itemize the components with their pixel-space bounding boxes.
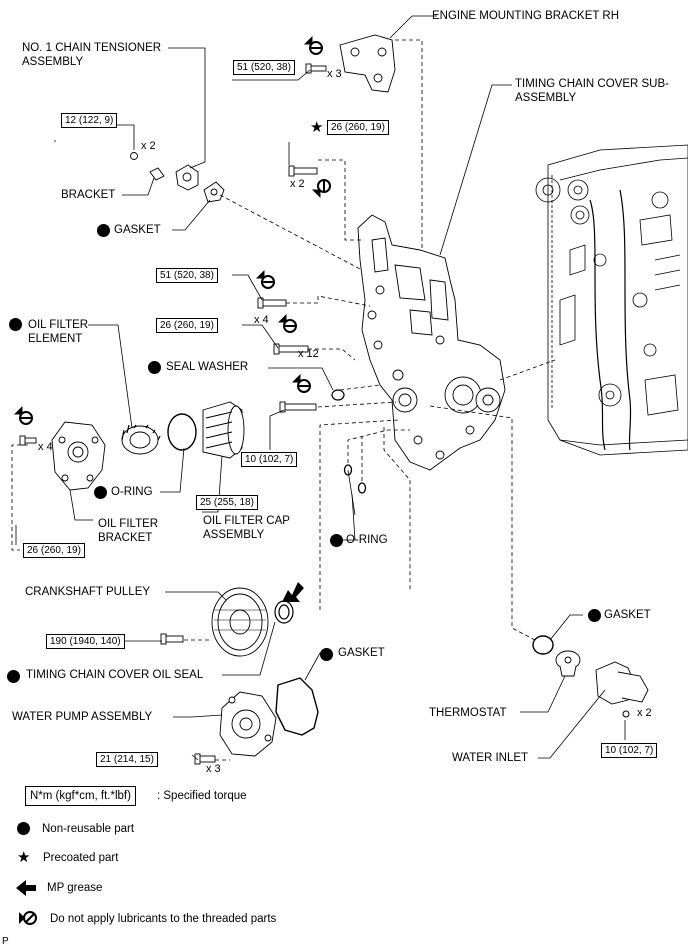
oil-filter-cap-part (202, 401, 245, 459)
non-reusable-icon (320, 648, 333, 661)
bolts (19, 63, 327, 765)
non-reusable-icon (9, 318, 22, 331)
legend-precoated-star-icon: ★ (17, 849, 31, 866)
torque-box: 26 (260, 19) (327, 120, 389, 135)
non-reusable-icon (97, 224, 110, 237)
torque-box: 12 (122, 9) (61, 113, 118, 128)
label-chain-tensioner: NO. 1 CHAIN TENSIONER ASSEMBLY (22, 42, 162, 68)
label-o-ring-filter: O-RING (111, 486, 153, 498)
engine-mounting-bracket-part (339, 34, 396, 93)
timing-chain-cover (357, 214, 506, 471)
torque-box: 10 (102, 7) (241, 452, 298, 467)
label-oil-filter-element: OIL FILTER ELEMENT (28, 319, 89, 345)
torque-box: 26 (260, 19) (156, 318, 218, 333)
water-inlet-part (595, 661, 649, 705)
non-reusable-icon (330, 534, 343, 547)
quantity-label: x 4 (254, 314, 269, 326)
torque-box: 51 (520, 38) (156, 268, 218, 283)
label-gasket-tensioner: GASKET (114, 224, 161, 236)
chain-tensioner-part (130, 152, 225, 203)
corner-mark: P (2, 936, 9, 947)
quantity-label: x 12 (298, 348, 319, 360)
o-ring-filter-part (167, 413, 197, 451)
label-oil-seal: TIMING CHAIN COVER OIL SEAL (26, 669, 204, 681)
quantity-label: x 3 (206, 763, 221, 775)
label-water-inlet: WATER INLET (452, 752, 529, 764)
crankshaft-pulley-part (211, 587, 269, 657)
torque-box: 190 (1940, 140) (46, 634, 125, 649)
label-engine-mounting-bracket-rh: ENGINE MOUNTING BRACKET RH (432, 10, 619, 22)
label-crankshaft-pulley: CRANKSHAFT PULLEY (25, 586, 151, 598)
quantity-label: x 2 (290, 178, 305, 190)
thermostat-gasket-part (532, 635, 554, 655)
water-inlet-nut (622, 710, 630, 718)
quantity-label: x 2 (141, 140, 156, 152)
dashed-lines (11, 39, 556, 761)
label-thermostat: THERMOSTAT (429, 707, 507, 719)
legend-mp-grease-arrow (16, 880, 36, 896)
label-oil-filter-cap: OIL FILTER CAP ASSEMBLY (203, 515, 290, 541)
legend-precoated-text: Precoated part (43, 852, 119, 864)
oil-filter-bracket-part (51, 421, 106, 491)
water-pump-gasket-part (275, 677, 319, 736)
legend-mp-grease-text: MP grease (47, 882, 103, 894)
precoated-star-icon: ★ (310, 119, 324, 136)
torque-box: 25 (255, 18) (196, 495, 258, 510)
torque-box: 21 (214, 15) (96, 752, 158, 767)
non-reusable-icon (588, 609, 601, 622)
non-reusable-icon (148, 361, 161, 374)
legend-no-lubricant-text: Do not apply lubricants to the threaded … (50, 913, 277, 925)
non-reusable-icon (7, 670, 20, 683)
label-water-pump: WATER PUMP ASSEMBLY (12, 711, 153, 723)
label-gasket-water-pump: GASKET (338, 647, 385, 659)
torque-box: 51 (520, 38) (233, 60, 295, 75)
water-pump-part (219, 691, 277, 757)
quantity-label: x 4 (38, 441, 53, 453)
label-gasket-thermostat: GASKET (604, 609, 651, 621)
label-o-ring-cover: O-RING (346, 534, 388, 546)
mp-grease-arrow (282, 582, 304, 602)
quantity-label: x 3 (327, 68, 342, 80)
label-oil-filter-bracket: OIL FILTER BRACKET (98, 518, 159, 544)
legend-torque-box: N*m (kgf*cm, ft.*lbf) (25, 786, 136, 806)
torque-box: 10 (102, 7) (601, 743, 658, 758)
oil-seal-part (274, 600, 294, 624)
torque-box: 26 (260, 19) (23, 543, 85, 558)
engine-block (535, 144, 688, 456)
legend-non-reusable-text: Non-reusable part (42, 823, 135, 835)
label-bracket: BRACKET (61, 189, 116, 201)
label-seal-washer: SEAL WASHER (166, 361, 249, 373)
o-ring-cover-part-1 (343, 464, 353, 476)
label-timing-chain-cover: TIMING CHAIN COVER SUB-ASSEMBLY (515, 78, 669, 104)
legend-non-reusable-icon (17, 822, 30, 835)
oil-filter-element-part (121, 424, 161, 455)
thermostat-part (555, 650, 581, 677)
non-reusable-icon (94, 486, 107, 499)
quantity-label: x 2 (637, 707, 652, 719)
legend-torque-text: : Specified torque (157, 790, 247, 802)
leader-lines (15, 15, 626, 761)
seal-washer-part (331, 389, 345, 401)
o-ring-cover-part-2 (357, 482, 367, 494)
